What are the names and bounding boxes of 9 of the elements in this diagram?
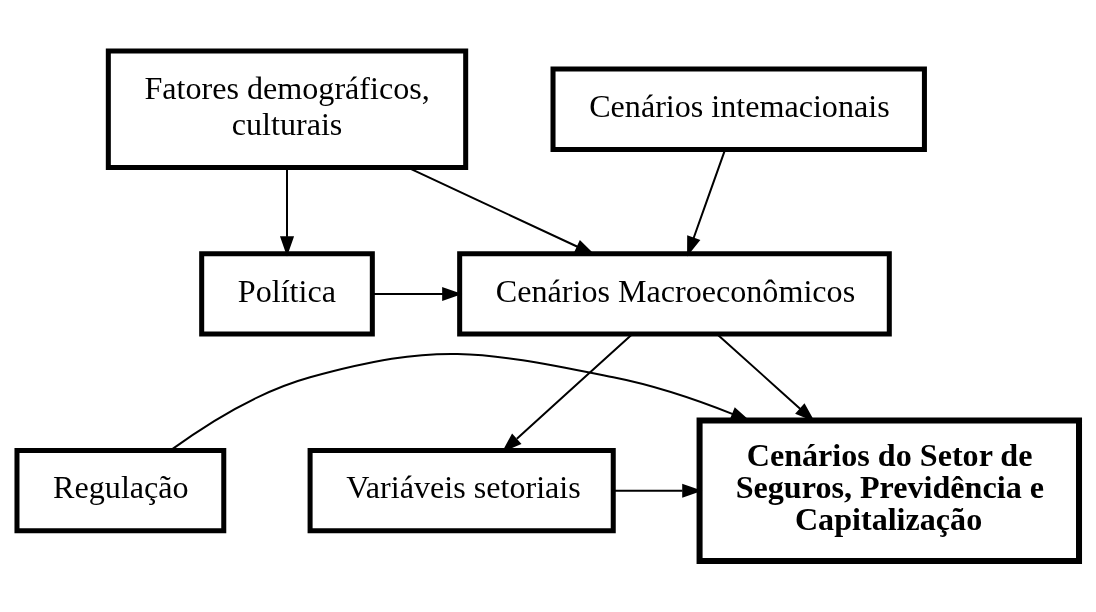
node-box: Regulação — [14, 448, 227, 534]
node-box: Cenários intemacionais — [550, 66, 927, 152]
arrow — [279, 168, 295, 257]
node-box: Política — [199, 251, 375, 337]
arrow — [687, 149, 727, 257]
node-box: Cenários Macroeconômicos — [457, 251, 892, 337]
node-box: Cenários do Setor de Seguros, Previdência e Capitalização — [696, 417, 1083, 564]
node-box: Variáveis setoriais — [307, 448, 616, 534]
node-box: Fatores demográficos, culturais — [105, 48, 469, 170]
